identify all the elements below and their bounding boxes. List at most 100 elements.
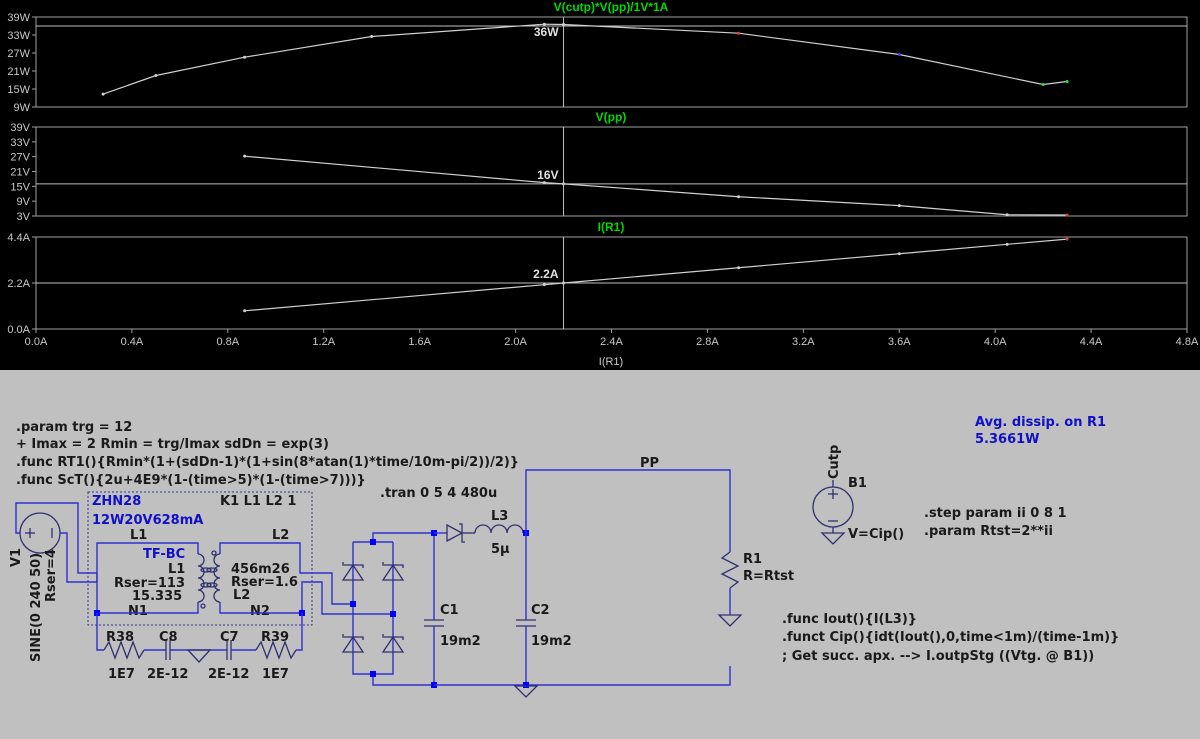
schematic-editor[interactable]: .param trg = 12 + Imax = 2 Rmin = trg/Im… [0,370,1200,739]
step-point [897,252,901,256]
step-point [243,55,247,59]
c7-value[interactable]: 2E-12 [208,667,249,682]
step-directive[interactable]: .step param ii 0 8 1 [924,506,1067,521]
l1-port-label: L1 [130,528,147,543]
param-directive[interactable]: .param trg = 12 [16,420,132,435]
func-iout-directive[interactable]: .func Iout(){I(L3)} [782,612,917,627]
y-tick-label: 39W [7,12,30,24]
junction [370,671,376,677]
l3-value[interactable]: 5µ [491,542,510,557]
x-tick-label: 4.0A [984,336,1007,348]
c7-name: C7 [220,630,239,645]
step-point [1065,213,1069,217]
y-tick-label: 27V [10,152,30,164]
coupling-directive[interactable]: K1 L1 L2 1 [220,494,296,509]
v1-value[interactable]: SINE(0 240 50) [29,553,44,662]
step-point [1065,237,1069,241]
c1-capacitor[interactable] [424,619,444,627]
l3-name: L3 [491,509,508,524]
c2-capacitor[interactable] [516,619,536,627]
y-tick-label: 15V [10,181,30,193]
r39-value[interactable]: 1E7 [262,667,289,682]
wire [373,542,394,675]
transformer-box[interactable] [87,491,313,626]
l2-port-label: L2 [272,528,289,543]
l2-rser[interactable]: Rser=1.6 [231,575,298,590]
func-rt1-directive[interactable]: .func RT1(){Rmin*(1+(sdDn-1)*(1+sin(8*at… [16,455,519,470]
c8-value[interactable]: 2E-12 [147,667,188,682]
v1-rser[interactable]: Rser=4 [44,549,59,602]
y-tick-label: 33V [10,137,30,149]
l2-value[interactable]: 456m26 [231,562,290,577]
x-tick-label: 0.4A [121,336,144,348]
wire [320,581,393,615]
trace-line[interactable] [244,155,1068,216]
step-point [542,283,546,287]
y-tick-label: 21V [10,167,30,179]
y-tick-label: 9V [17,196,31,208]
step-point [101,92,105,96]
b1-name: B1 [848,476,867,491]
b1-value[interactable]: V=Cip() [848,527,904,542]
waveform-plots[interactable]: V(cutp)*V(pp)/1V*1A39W33W27W21W15W9W36WV… [0,0,1200,370]
cursor-readout: 36W [534,25,559,39]
plot-pane-2[interactable]: I(R1)4.4A2.2A0.0A2.2A [7,220,1188,336]
x-tick-label: 0.8A [217,336,240,348]
trace-title[interactable]: V(pp) [596,110,627,124]
ground-icon [513,685,539,698]
junction [350,601,356,607]
step-point [737,266,741,270]
l1-value[interactable]: 15.335 [132,589,182,604]
r1-name: R1 [743,552,762,567]
y-tick-label: 15W [7,84,30,96]
r1-resistor[interactable] [720,551,740,589]
v1-voltage-source[interactable] [19,512,61,554]
schematic-canvas[interactable]: .param trg = 12 + Imax = 2 Rmin = trg/Im… [0,370,1200,739]
wire [434,666,731,686]
c1-name: C1 [440,603,459,618]
dissipation-annotation-title[interactable]: Avg. dissip. on R1 [975,415,1106,430]
l1-rser[interactable]: Rser=113 [114,576,185,591]
comment-directive[interactable]: ; Get succ. apx. --> I.outpStg ((Vtg. @ … [782,649,1094,664]
trace-title[interactable]: V(cutp)*V(pp)/1V*1A [554,0,669,14]
y-tick-label: 27W [7,48,30,60]
step-point [1005,242,1009,246]
param-rtst-directive[interactable]: .param Rtst=2**ii [924,524,1053,539]
transformer-coils-icon [197,550,221,609]
y-tick-label: 9W [14,102,31,114]
c1-value[interactable]: 19m2 [440,634,481,649]
trace-title[interactable]: I(R1) [598,220,625,234]
c2-value[interactable]: 19m2 [531,634,572,649]
r38-value[interactable]: 1E7 [108,667,135,682]
r39-resistor[interactable] [255,640,297,660]
bridge-diode-3[interactable] [341,634,365,653]
param-continuation[interactable]: + Imax = 2 Rmin = trg/Imax sdDn = exp(3) [16,437,329,452]
tran-directive[interactable]: .tran 0 5 4 480u [380,486,497,501]
l3-inductor[interactable] [474,524,524,534]
bridge-diode-4[interactable] [381,634,405,653]
net-label-cutp[interactable]: Cutp [827,445,842,479]
transformer-type: TF-BC [143,547,185,562]
func-sct-directive[interactable]: .func ScT(){2u+4E9*(1-(time>5)*(1-(time>… [16,473,366,488]
trace-line[interactable] [244,238,1068,312]
net-label-pp[interactable]: PP [640,456,659,471]
plot-frame [35,16,1188,108]
x-axis-label: I(R1) [599,356,623,368]
bridge-diode-2[interactable] [381,562,405,581]
b1-behavioral-source[interactable] [812,480,854,545]
trace-line[interactable] [102,23,1068,95]
y-tick-label: 39V [10,122,30,134]
funct-cip-directive[interactable]: .funct Cip(){idt(Iout(),0,time<1m)/(time… [782,630,1119,645]
r38-resistor[interactable] [103,640,145,660]
bridge-diode-1[interactable] [341,562,365,581]
plot-frame [35,126,1188,217]
x-tick-label: 3.6A [888,336,911,348]
r1-value[interactable]: R=Rtst [743,569,794,584]
transformer-model: ZHN28 [92,494,141,509]
y-tick-label: 0.0A [7,324,30,336]
step-point [1065,80,1069,83]
